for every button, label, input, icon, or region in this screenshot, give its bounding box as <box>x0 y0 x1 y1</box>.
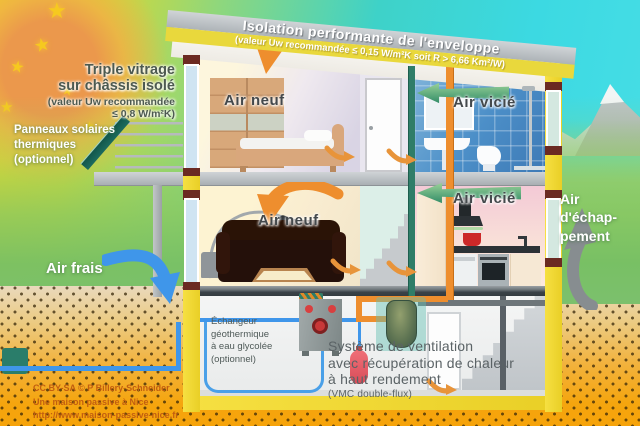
intake-pipe-underground <box>0 366 180 371</box>
coffee-table-top <box>256 271 312 280</box>
sink-pedestal <box>442 150 449 170</box>
triple-glazing-label: Triple vitrage sur châssis isolé (valeur… <box>47 62 175 120</box>
pot-lid <box>463 230 481 233</box>
stair-railing-post <box>500 296 506 390</box>
kitchen-tall-cabinet <box>417 194 447 286</box>
bathroom-window <box>546 90 561 148</box>
transfer-air-arrow-icon <box>330 258 361 275</box>
basement-wall-left <box>183 290 200 412</box>
intake-pipe-riser <box>176 322 181 371</box>
dishwasher-controls <box>450 257 475 261</box>
hood-light <box>449 227 483 230</box>
range-hood <box>449 216 483 226</box>
kitchen-cabinet <box>510 254 541 286</box>
bathroom-air-label: Air vicié <box>453 94 516 111</box>
bed-leg <box>240 166 246 172</box>
window-glass <box>548 92 559 146</box>
license-credit: CC BY-SA © P Billery-Schneider Une maiso… <box>33 383 179 420</box>
wardrobe <box>210 78 284 168</box>
star-icon: ★ <box>32 33 53 57</box>
foundation-insulation <box>183 396 562 410</box>
window-lintel <box>545 258 562 267</box>
window-glass <box>548 200 559 258</box>
transfer-air-arrow-icon <box>386 260 417 277</box>
toilet <box>477 146 501 166</box>
window-lintel <box>183 168 200 178</box>
kitchen-window <box>546 198 561 260</box>
transfer-air-arrow-icon <box>386 148 417 165</box>
exchanger-top-panel <box>299 293 323 302</box>
balcony-railing <box>115 122 183 172</box>
geothermal-exchanger-label: Échangeur géothermique à eau glycolée (o… <box>211 316 273 365</box>
ventilation-system-label: Système de ventilation avec récupération… <box>328 338 515 400</box>
exchanger-leg <box>302 351 309 356</box>
balcony-slab <box>94 172 184 186</box>
tank-pipe <box>358 322 361 348</box>
triple-glazed-window <box>184 64 199 170</box>
window-lintel <box>183 282 200 292</box>
window-glass <box>186 200 197 282</box>
window-lintel <box>183 55 200 65</box>
bed-mattress <box>240 138 334 149</box>
tank-valve <box>356 346 362 351</box>
shower-head <box>522 86 535 91</box>
exchanger-indicator <box>328 305 336 313</box>
faucet-spout <box>518 236 527 239</box>
sofa-armrest <box>216 232 230 274</box>
toilet-base <box>483 164 495 171</box>
expansion-tank <box>350 350 368 384</box>
oven-handle <box>480 257 507 260</box>
extract-duct-riser <box>408 66 415 306</box>
glycol-loop-pipe <box>204 322 324 393</box>
living-air-label: Air neuf <box>258 212 319 229</box>
fresh-intake-arrow-icon <box>102 249 180 304</box>
cooking-pot <box>463 233 481 246</box>
window-glass <box>186 66 197 168</box>
shower-pole <box>529 88 532 168</box>
exhaust-air-label: Air d'échap- pement <box>560 191 618 244</box>
wall-insulation <box>183 176 200 192</box>
door-handle <box>369 126 373 130</box>
oven <box>478 254 509 286</box>
bed-pillow <box>304 130 332 141</box>
exchanger-leg <box>332 351 339 356</box>
heat-recovery-unit <box>386 300 417 348</box>
solar-panels-label: Panneaux solaires thermiques (optionnel) <box>14 124 115 167</box>
lamp-base <box>201 252 219 278</box>
bedroom-air-label: Air neuf <box>224 92 285 109</box>
shower-tray <box>514 166 545 170</box>
kitchen-air-label: Air vicié <box>453 190 516 207</box>
basement-floor <box>200 390 545 396</box>
oven-window <box>482 263 505 280</box>
supply-duct-drop <box>356 296 362 322</box>
wardrobe-divider <box>246 78 248 168</box>
exchanger-pump-dial <box>312 318 328 334</box>
hood-stack <box>459 196 471 218</box>
window-lintel <box>545 190 562 199</box>
faucet <box>524 236 527 247</box>
supply-duct-riser <box>446 54 454 300</box>
exhaust-air-arrow-icon <box>564 208 598 310</box>
window-lintel <box>545 82 562 91</box>
window-lintel <box>183 190 200 200</box>
transfer-air-arrow-icon <box>324 145 355 162</box>
fresh-air-label: Air frais <box>46 260 103 277</box>
transfer-air-arrow-icon <box>426 378 457 395</box>
bed-frame <box>236 146 342 166</box>
bed-leg <box>330 166 336 172</box>
countertop <box>447 246 540 253</box>
window-lintel <box>545 146 562 155</box>
exhaust-duct <box>418 300 547 306</box>
supply-duct-to-unit <box>356 316 390 322</box>
exchanger-indicator <box>305 305 313 313</box>
balcony-post <box>153 185 162 297</box>
floor-slab-upper <box>183 172 562 186</box>
intake-pipe-basement <box>183 318 379 322</box>
star-icon: ★ <box>47 0 67 23</box>
triple-glazed-window <box>184 198 199 284</box>
supply-air-arrow-icon <box>257 182 344 226</box>
floor-slab-ground <box>183 286 562 296</box>
supply-duct-horizontal <box>356 296 448 302</box>
